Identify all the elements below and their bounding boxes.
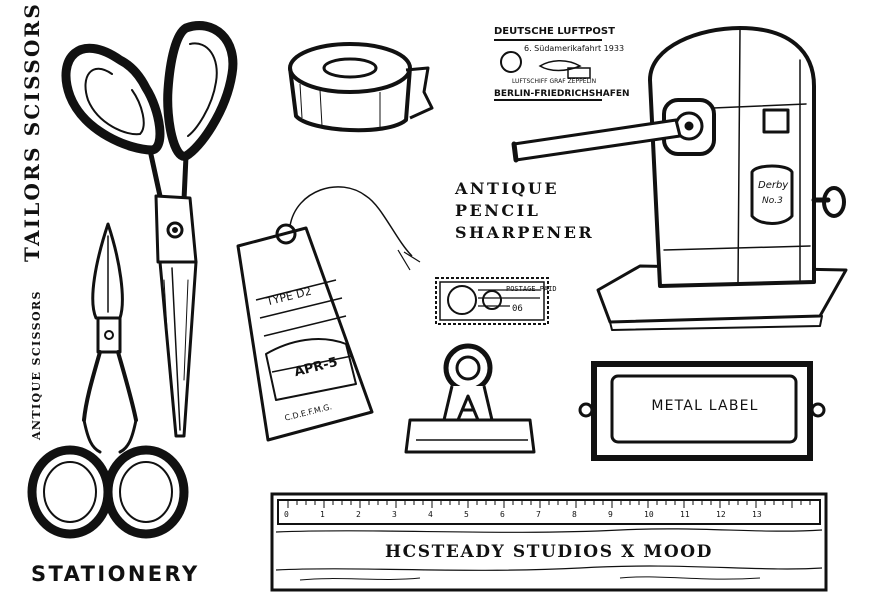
antique-scissors-label: ANTIQUE SCISSORS: [30, 290, 43, 440]
pencil-sharpener-title: ANTIQUE PENCIL SHARPENER: [455, 178, 594, 244]
postmark-line-4: BERLIN-FRIEDRICHSHAFEN: [494, 89, 630, 99]
ruler-number: 5: [464, 510, 469, 519]
ruler-number: 0: [284, 510, 289, 519]
postmark-line-1: DEUTSCHE LUFTPOST: [494, 26, 615, 37]
postmark-line-2: 6. Südamerikafahrt 1933: [524, 44, 625, 53]
stamp-postage-text: POSTAGE PAID: [506, 285, 557, 293]
sharpener-title-line-2: PENCIL: [455, 201, 541, 220]
wooden-ruler-illustration: [270, 492, 828, 592]
ruler-number: 9: [608, 510, 613, 519]
postage-stamp-illustration: [435, 277, 549, 325]
airmail-postmark-illustration: [494, 39, 602, 101]
postmark-line-3: LUFTSCHIFF GRAF ZEPPELIN: [512, 78, 597, 85]
ruler-number: 11: [680, 510, 690, 519]
tape-roll-illustration: [288, 42, 434, 133]
sharpener-badge-line-1: Derby: [758, 180, 789, 191]
ruler-brand-text: HCSTEADY STUDIOS X MOOD: [385, 542, 713, 562]
ruler-number: 10: [644, 510, 654, 519]
ruler-number: 12: [716, 510, 726, 519]
metal-label-frame-illustration: [578, 361, 826, 461]
ruler-number: 2: [356, 510, 361, 519]
sharpener-badge-line-2: No.3: [762, 196, 783, 206]
ruler-number: 7: [536, 510, 541, 519]
metal-label-text: METAL LABEL: [651, 398, 759, 414]
bulldog-clip-illustration: [404, 343, 536, 454]
antique-scissors-illustration: [27, 222, 189, 539]
luggage-tag-illustration: [236, 186, 421, 442]
ruler-number: 1: [320, 510, 325, 519]
ruler-ticks: [287, 500, 811, 508]
stationery-label: STATIONERY: [31, 562, 200, 586]
ruler-number: 8: [572, 510, 577, 519]
tailors-scissors-illustration: [61, 21, 238, 438]
ruler-number: 13: [752, 510, 762, 519]
tailors-scissors-label: TAILORS SCISSORS: [20, 1, 44, 262]
ruler-number: 3: [392, 510, 397, 519]
stamp-value-text: 06: [512, 304, 523, 314]
sharpener-title-line-1: ANTIQUE: [455, 179, 560, 198]
sharpener-title-line-3: SHARPENER: [455, 223, 595, 242]
ruler-number: 4: [428, 510, 433, 519]
ruler-number: 6: [500, 510, 505, 519]
pencil-sharpener-illustration: [511, 26, 848, 331]
